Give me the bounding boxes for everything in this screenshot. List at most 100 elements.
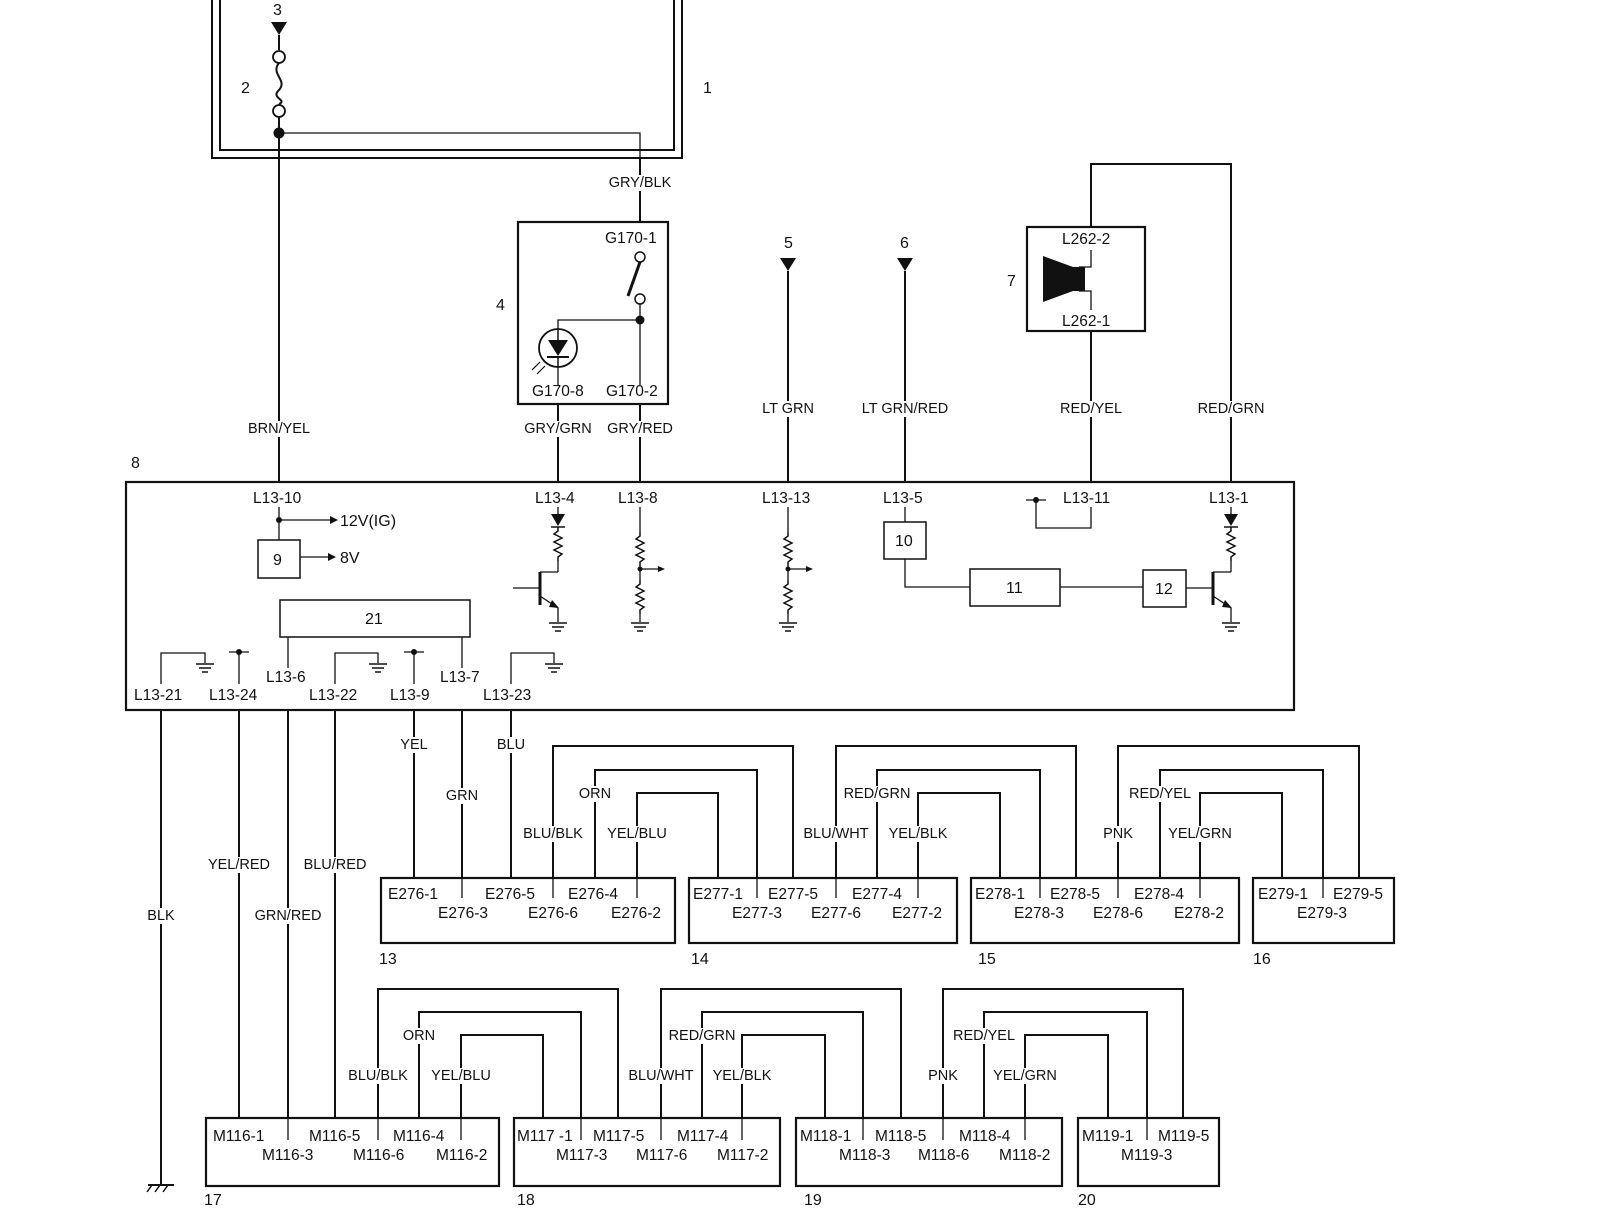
connector-e276	[379, 876, 677, 945]
label-backing	[400, 1028, 438, 1044]
callout-21: 21	[365, 611, 383, 628]
callout-10: 10	[895, 533, 913, 550]
pin-label: E276-1	[388, 886, 438, 903]
pin-label: G170-2	[606, 383, 658, 400]
label-backing	[626, 1068, 696, 1084]
voltage-ig: 12V(IG)	[340, 513, 396, 530]
wire-label: GRY/RED	[607, 421, 673, 437]
pin-label: L13-24	[209, 687, 258, 704]
pin-label: E278-6	[1093, 905, 1143, 922]
wire-label: RED/YEL	[1129, 786, 1191, 802]
pin-label: M118-1	[800, 1128, 851, 1145]
wire-label: YEL/RED	[208, 857, 270, 873]
pin-label: L13-13	[762, 490, 810, 507]
wire-label: LT GRN/RED	[862, 401, 948, 417]
callout-15: 15	[978, 951, 996, 968]
wire-label: RED/YEL	[1060, 401, 1122, 417]
label-backing	[926, 1068, 961, 1084]
label-backing	[522, 421, 594, 437]
pin-label: G170-1	[605, 230, 657, 247]
pin-label: M116-6	[353, 1147, 404, 1164]
label-backing	[991, 1068, 1059, 1084]
pin-label: E276-6	[528, 905, 578, 922]
wire-label: BLU	[497, 737, 525, 753]
pin-label: M117-6	[636, 1147, 687, 1164]
wire-label: BRN/YEL	[248, 421, 310, 437]
ground-symbol	[146, 1184, 174, 1193]
pin-label: M118-6	[918, 1147, 969, 1164]
label-backing	[605, 826, 669, 842]
pin-label: M118-3	[839, 1147, 890, 1164]
callout-8: 8	[131, 455, 140, 472]
pin-label: M116-3	[262, 1147, 313, 1164]
wire-label: RED/GRN	[1198, 401, 1265, 417]
label-backing	[950, 1028, 1018, 1044]
pin-label: M119-3	[1121, 1147, 1172, 1164]
pin-label: E277-4	[852, 886, 902, 903]
pin-label: M117 -1	[517, 1128, 573, 1145]
pin-label: L13-1	[1209, 490, 1249, 507]
pin-label: M117-5	[593, 1128, 644, 1145]
pin-label: M118-4	[959, 1128, 1011, 1145]
label-backing	[346, 1068, 411, 1084]
label-backing	[1166, 826, 1234, 842]
wire-label: GRN/RED	[255, 908, 322, 924]
pin-label: E277-5	[768, 886, 818, 903]
pin-label: L13-6	[266, 669, 306, 686]
wire-label: ORN	[403, 1028, 435, 1044]
connector-e277	[687, 876, 959, 945]
pin-label: E277-1	[693, 886, 743, 903]
wire-label: BLU/WHT	[628, 1068, 693, 1084]
control-module	[124, 480, 1296, 712]
pin-label: E278-2	[1174, 905, 1224, 922]
pin-label: L13-4	[535, 490, 575, 507]
pin-label: M117-4	[677, 1128, 729, 1145]
pin-label: M117-3	[556, 1147, 607, 1164]
pin-label: E277-6	[811, 905, 861, 922]
speaker-icon	[1043, 256, 1085, 302]
label-backing	[494, 737, 528, 753]
callout-16: 16	[1253, 951, 1271, 968]
fuse-box	[211, 0, 683, 159]
pin-label: L262-2	[1062, 231, 1110, 248]
lower-harness	[377, 988, 1184, 1118]
wire-label: RED/YEL	[953, 1028, 1015, 1044]
label-backing	[605, 421, 675, 437]
pin-label: L13-22	[309, 687, 357, 704]
label-backing	[1057, 401, 1125, 417]
regulator-box	[257, 539, 301, 579]
connector-m118	[794, 1116, 1064, 1188]
label-backing	[666, 1028, 738, 1044]
pin-label: E279-3	[1297, 905, 1347, 922]
wire-label: YEL	[400, 737, 427, 753]
wire-label: YEL/BLK	[713, 1068, 772, 1084]
pin-label: M116-2	[436, 1147, 487, 1164]
source-arrow	[897, 258, 913, 271]
pin-label: L13-8	[618, 490, 658, 507]
wire-label: RED/GRN	[669, 1028, 736, 1044]
label-backing	[886, 826, 950, 842]
pin-label: E276-3	[438, 905, 488, 922]
pin-label: L13-5	[883, 490, 923, 507]
wire-label: ORN	[579, 786, 611, 802]
pin-label: L13-9	[390, 687, 430, 704]
pin-label: M118-5	[875, 1128, 926, 1145]
wire-label: YEL/GRN	[1168, 826, 1232, 842]
pin-label: L13-23	[483, 687, 531, 704]
pin-label: M116-4	[393, 1128, 445, 1145]
connector-m119	[1076, 1116, 1221, 1188]
wire-label: BLK	[147, 908, 175, 924]
callout-2: 2	[241, 80, 250, 97]
connector-m116	[204, 1116, 501, 1188]
label-backing	[301, 857, 369, 873]
wire-label: GRN	[446, 788, 478, 804]
wire-label: BLU/WHT	[803, 826, 868, 842]
label-backing	[710, 1068, 774, 1084]
label-backing	[760, 401, 816, 417]
block-21	[279, 599, 471, 638]
callout-17: 17	[204, 1192, 222, 1209]
wire-label: BLU/RED	[304, 857, 367, 873]
connector-e278	[969, 876, 1241, 945]
pin-label: M117-2	[717, 1147, 768, 1164]
callout-4: 4	[496, 297, 505, 314]
